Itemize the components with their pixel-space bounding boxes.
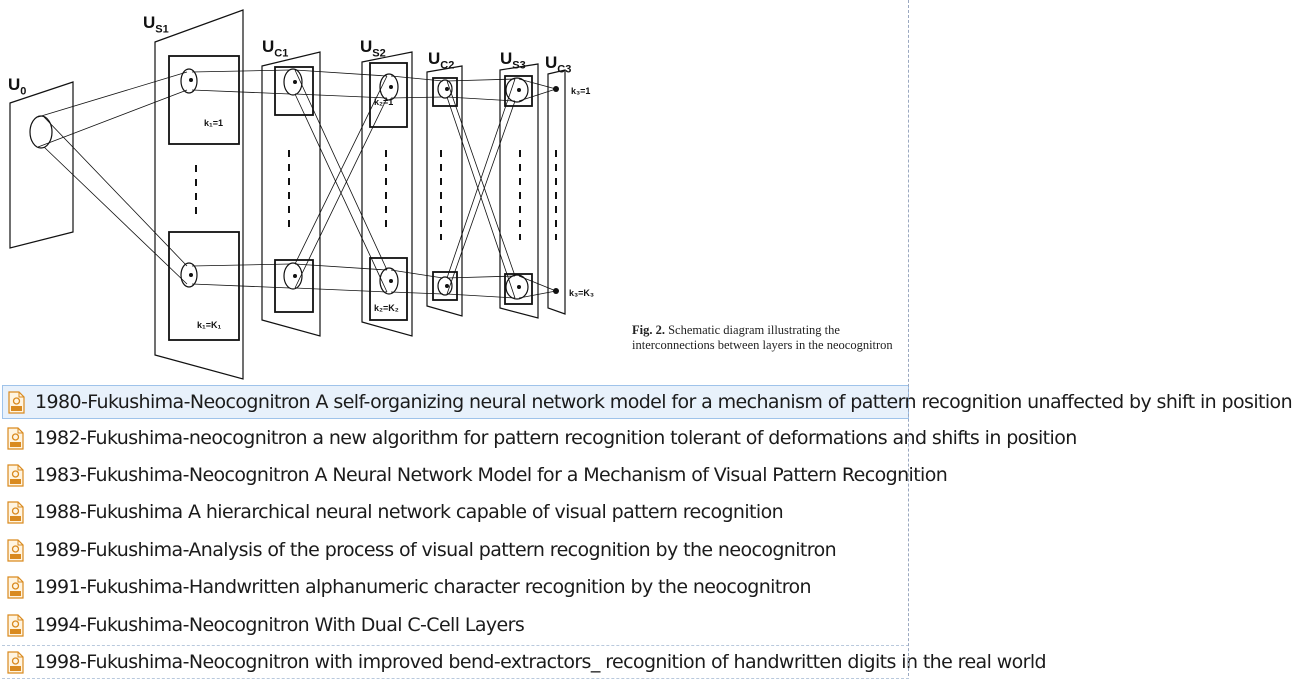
us1-top-box [168, 55, 240, 145]
k1-bottom-label: k₁=K₁ [197, 320, 222, 330]
us3-plane [499, 63, 539, 319]
k3-top-label: k₃=1 [571, 86, 591, 96]
file-name: 1994-Fukushima-Neocognitron With Dual C-… [34, 614, 525, 636]
file-name: 1988-Fukushima A hierarchical neural net… [34, 501, 784, 523]
diagram-graphic [9, 9, 566, 380]
figure-caption: Fig. 2. Schematic diagram illustrating t… [632, 323, 908, 352]
k1-top-label: k₁=1 [204, 118, 223, 128]
layer-label-uc3: UC3 [545, 53, 572, 76]
neocognitron-diagram: U0 US1 UC1 US2 UC2 US3 UC3 k₁=1 k₁=K₁ k₂… [0, 0, 911, 383]
layer-label-u0: U0 [8, 75, 27, 98]
k2-bottom-label: k₂=K₂ [374, 303, 399, 313]
file-row[interactable]: 1988-Fukushima A hierarchical neural net… [2, 495, 909, 529]
file-name: 1980-Fukushima-Neocognitron A self-organ… [35, 391, 1292, 413]
pdf-file-icon [8, 390, 25, 414]
us2-plane [361, 51, 413, 337]
file-name: 1989-Fukushima-Analysis of the process o… [34, 539, 837, 561]
pdf-file-icon [7, 650, 24, 674]
file-row[interactable]: 1983-Fukushima-Neocognitron A Neural Net… [2, 458, 948, 492]
uc1-plane [261, 51, 321, 337]
layer-label-uc2: UC2 [428, 49, 455, 72]
file-row[interactable]: 1991-Fukushima-Handwritten alphanumeric … [2, 570, 909, 604]
k2-top-label: k₂=1 [374, 97, 394, 107]
pdf-file-icon [7, 575, 24, 599]
file-name: 1983-Fukushima-Neocognitron A Neural Net… [34, 464, 948, 486]
caption-label: Fig. 2. [632, 323, 665, 337]
file-row[interactable]: 1998-Fukushima-Neocognitron with improve… [2, 645, 1047, 679]
caption-text: Schematic diagram illustrating the inter… [632, 323, 893, 352]
layer-label-us1: US1 [143, 13, 169, 36]
layer-label-uc1: UC1 [262, 37, 289, 60]
pdf-file-icon [7, 538, 24, 562]
file-name: 1982-Fukushima-neocognitron a new algori… [34, 427, 1077, 449]
window-edge [908, 0, 911, 676]
pdf-file-icon [7, 426, 24, 450]
file-row[interactable]: 1980-Fukushima-Neocognitron A self-organ… [2, 385, 1292, 419]
layer-label-us2: US2 [360, 37, 386, 60]
u0-plane [9, 81, 74, 249]
file-list: 1980-Fukushima-Neocognitron A self-organ… [0, 383, 1292, 679]
file-row[interactable]: 1982-Fukushima-neocognitron a new algori… [2, 421, 1077, 455]
us1-plane [154, 9, 244, 380]
pdf-file-icon [7, 463, 24, 487]
file-row[interactable]: 1994-Fukushima-Neocognitron With Dual C-… [2, 608, 909, 642]
layer-label-us3: US3 [500, 49, 526, 72]
file-name: 1998-Fukushima-Neocognitron with improve… [34, 651, 1047, 673]
pdf-file-icon [7, 613, 24, 637]
k3-bottom-label: k₃=K₃ [569, 288, 595, 298]
pdf-file-icon [7, 500, 24, 524]
file-row[interactable]: 1989-Fukushima-Analysis of the process o… [2, 533, 909, 567]
uc3-plane [547, 69, 566, 315]
file-name: 1991-Fukushima-Handwritten alphanumeric … [34, 576, 812, 598]
uc2-plane [426, 65, 463, 317]
